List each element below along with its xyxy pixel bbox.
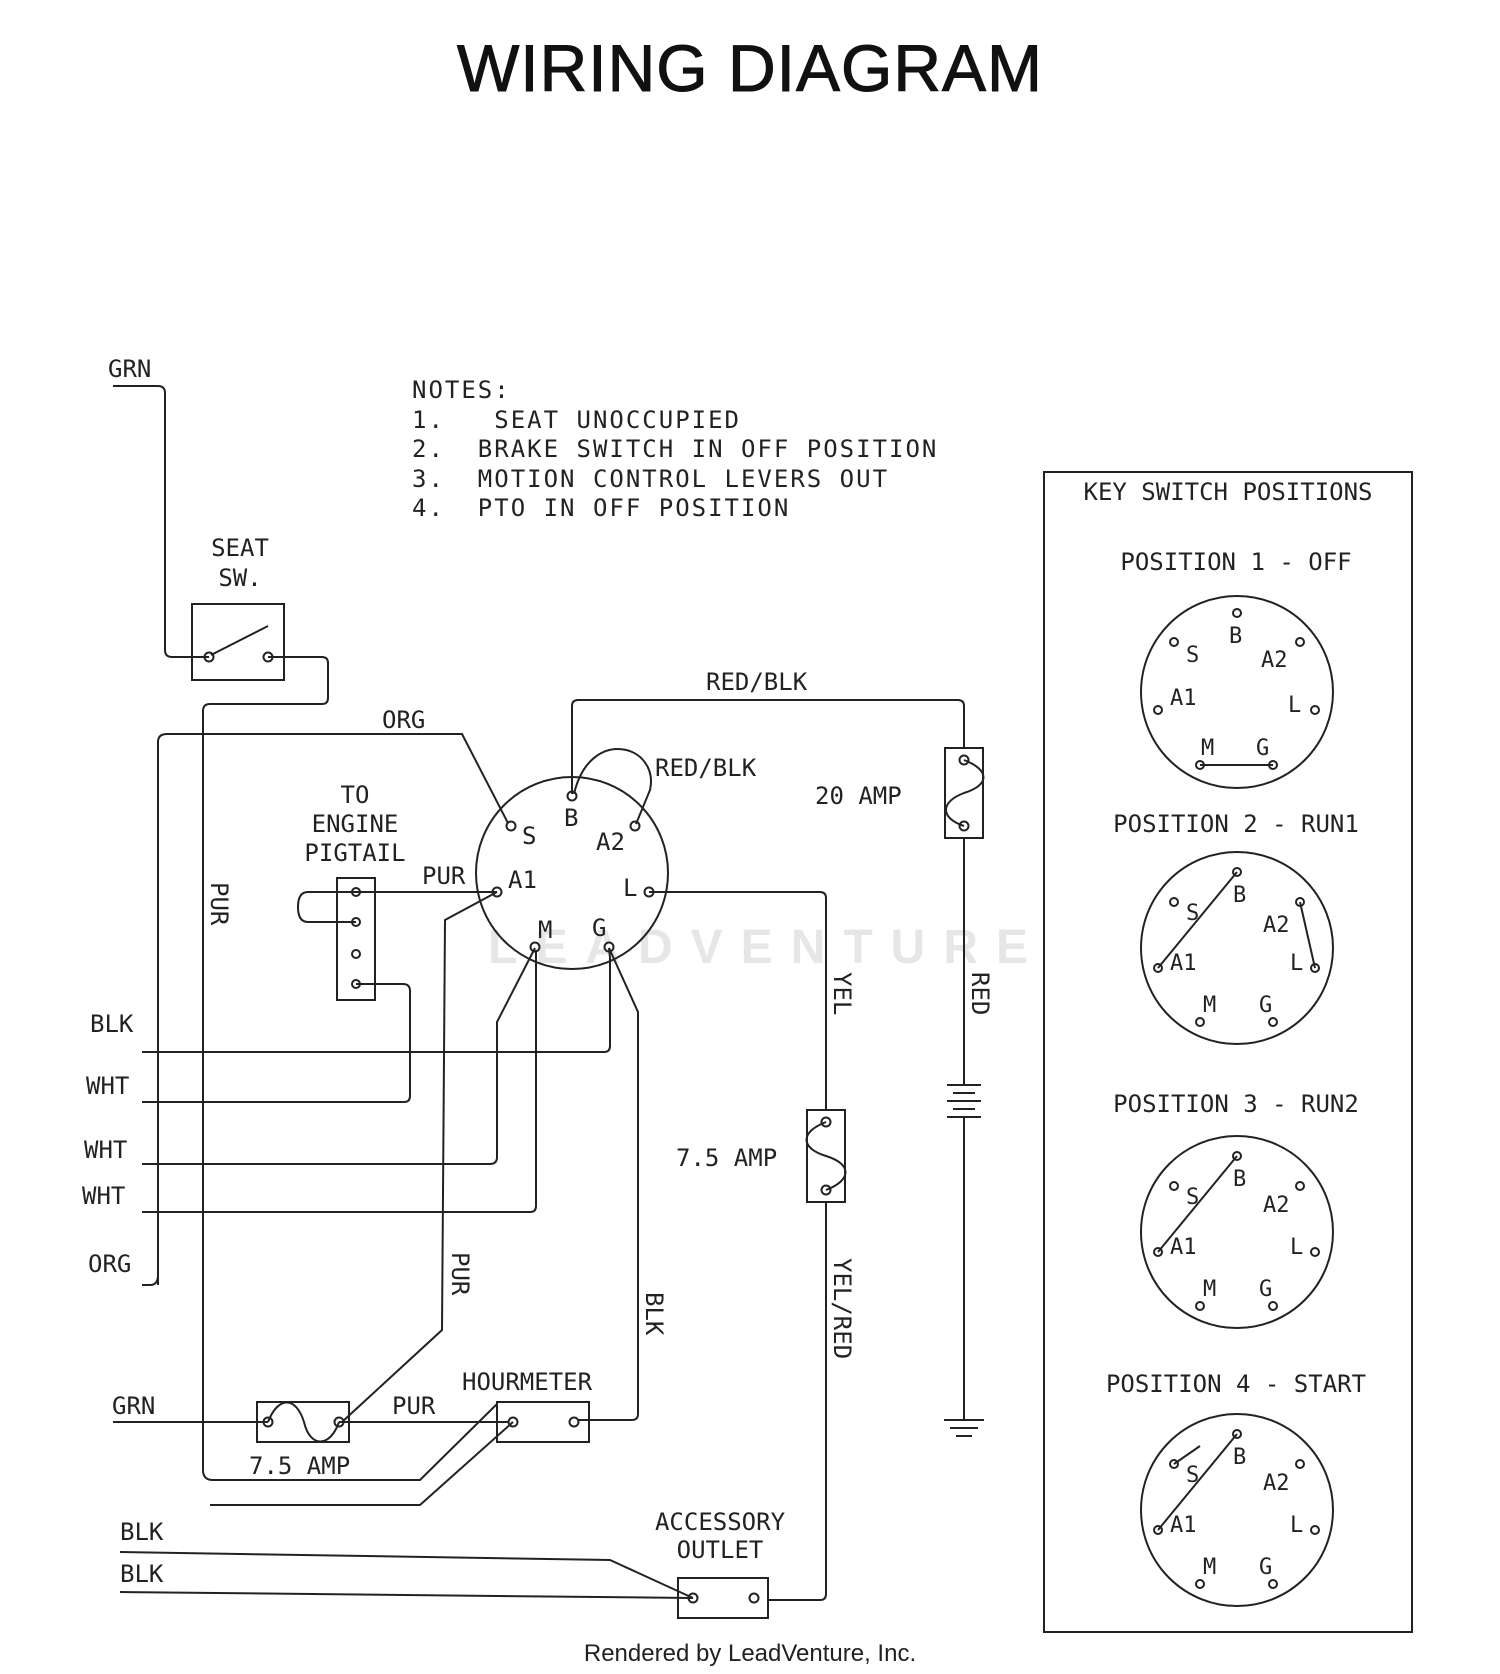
terminal-label: A1 (1170, 1513, 1197, 1538)
terminal-label: S (1186, 1185, 1199, 1210)
key-switch-positions-panel: KEY SWITCH POSITIONS POSITION 1 - OFF S … (1043, 471, 1413, 1633)
wire-label-blk: BLK (90, 1010, 134, 1038)
engine-pigtail: TO ENGINE PIGTAIL (296, 781, 406, 1001)
seat-switch: SEAT SW. (191, 534, 285, 681)
terminal-label: M (1201, 736, 1214, 761)
terminal-label: S (522, 822, 536, 850)
seat-switch-label: SEAT (211, 534, 269, 562)
accessory-label: OUTLET (677, 1536, 764, 1564)
hourmeter-label: HOURMETER (462, 1368, 593, 1396)
terminal-label: A2 (1263, 1193, 1290, 1218)
fuse-label: 20 AMP (815, 782, 902, 810)
position-2-diagram: S B A2 A1 L M G (1140, 851, 1334, 1045)
fuse-7-5-amp-bottom: 7.5 AMP (249, 1401, 350, 1480)
wire-label-grn: GRN (108, 355, 151, 383)
battery-symbol (947, 1084, 981, 1420)
wire-label-yel-red: YEL/RED (828, 1258, 856, 1359)
terminal-label: A2 (1261, 648, 1288, 673)
terminal-label: L (1288, 693, 1301, 718)
terminal-label: S (1186, 901, 1199, 926)
ground-icon (944, 1419, 984, 1437)
wire-label-wht: WHT (86, 1072, 129, 1100)
terminal-label: M (1203, 993, 1216, 1018)
terminal-label: B (1233, 883, 1246, 908)
fuse-label: 7.5 AMP (676, 1144, 777, 1172)
fuse-label: 7.5 AMP (249, 1452, 350, 1480)
fuse-20-amp: 20 AMP (815, 747, 985, 839)
terminal-label: B (564, 804, 578, 832)
terminal-label: A2 (1263, 913, 1290, 938)
notes-block: NOTES: 1. SEAT UNOCCUPIED 2. BRAKE SWITC… (412, 376, 938, 524)
wire-label-wht: WHT (84, 1136, 127, 1164)
terminal-label: M (1203, 1555, 1216, 1580)
terminal-label: G (1259, 1555, 1272, 1580)
position-label: POSITION 4 - START (1106, 1370, 1366, 1398)
terminal-label: B (1233, 1167, 1246, 1192)
terminal-label: L (1290, 1513, 1303, 1538)
wire-label-org: ORG (88, 1250, 131, 1278)
accessory-outlet: ACCESSORY OUTLET (655, 1508, 786, 1619)
terminal-label: S (1186, 1463, 1199, 1488)
diagram-title: WIRING DIAGRAM (457, 31, 1043, 106)
terminal-label: G (1259, 993, 1272, 1018)
wire-label-pur: PUR (205, 882, 233, 926)
position-1-diagram: S B A2 A1 L M G (1140, 595, 1334, 789)
watermark: LEADVENTURE (488, 921, 1047, 974)
terminal-label: B (1233, 1445, 1246, 1470)
position-3-diagram: S B A2 A1 L M G (1140, 1135, 1334, 1329)
note-item: 3. MOTION CONTROL LEVERS OUT (412, 464, 890, 493)
terminal-label: M (1203, 1277, 1216, 1302)
terminal-label: M (538, 916, 552, 944)
position-label: POSITION 3 - RUN2 (1113, 1090, 1359, 1118)
terminal-label: G (1256, 736, 1269, 761)
wire-label-blk: BLK (120, 1518, 164, 1546)
terminal-label: L (1290, 951, 1303, 976)
pigtail-label: TO (341, 781, 370, 809)
note-item: 1. SEAT UNOCCUPIED (412, 405, 741, 434)
pigtail-label: ENGINE (312, 810, 399, 838)
wire-label-red: RED (966, 972, 994, 1015)
terminal-label: A1 (1170, 1235, 1197, 1260)
note-item: 4. PTO IN OFF POSITION (412, 494, 791, 522)
terminal-label: G (592, 914, 606, 942)
terminal-label: A2 (1263, 1471, 1290, 1496)
terminal-label: A1 (1170, 951, 1197, 976)
note-item: 2. BRAKE SWITCH IN OFF POSITION (412, 435, 939, 463)
accessory-label: ACCESSORY (655, 1508, 786, 1536)
fuse-7-5-amp-right: 7.5 AMP (676, 1109, 847, 1203)
key-switch: S B A2 A1 L M G (475, 776, 669, 970)
panel-heading: KEY SWITCH POSITIONS (1084, 478, 1373, 506)
hourmeter: HOURMETER (462, 1368, 593, 1443)
wire-label-pur: PUR (422, 862, 466, 890)
terminal-label: A2 (596, 828, 625, 856)
terminal-label: L (1290, 1235, 1303, 1260)
position-4-diagram: S B A2 A1 L M G (1140, 1413, 1334, 1607)
footer-credit: Rendered by LeadVenture, Inc. (583, 1640, 917, 1667)
wire-label-blk: BLK (120, 1560, 164, 1588)
seat-switch-label: SW. (218, 564, 261, 592)
terminal-label: L (623, 874, 637, 902)
terminal-label: S (1186, 643, 1199, 668)
wire-label-wht: WHT (82, 1182, 125, 1210)
notes-heading: NOTES: (412, 376, 511, 404)
wire-label-blk: BLK (640, 1292, 668, 1336)
terminal-label: G (1259, 1277, 1272, 1302)
wire-label-red-blk: RED/BLK (706, 668, 808, 696)
terminal-label: A1 (508, 866, 537, 894)
terminal-label: B (1229, 624, 1242, 649)
wire-label-org: ORG (382, 706, 425, 734)
position-label: POSITION 2 - RUN1 (1113, 810, 1359, 838)
wire-label-pur: PUR (446, 1252, 474, 1296)
wire-label-red-blk: RED/BLK (655, 754, 757, 782)
wire-label-yel: YEL (828, 972, 856, 1015)
pigtail-label: PIGTAIL (304, 839, 405, 867)
wire-label-pur: PUR (392, 1392, 436, 1420)
position-label: POSITION 1 - OFF (1120, 548, 1351, 576)
terminal-label: A1 (1170, 686, 1197, 711)
wire-label-grn: GRN (112, 1392, 155, 1420)
